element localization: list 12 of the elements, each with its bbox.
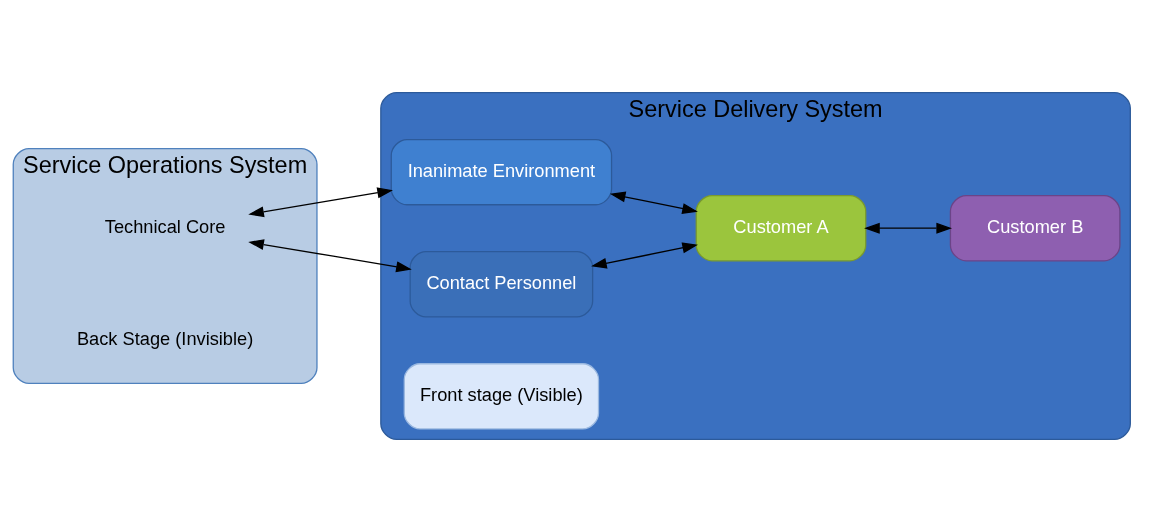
node-box: Customer A [695,194,867,262]
arrow [864,222,952,234]
node-box: Front stage (Visible) [403,363,600,430]
node-text: Back Stage (Invisible) [76,328,254,350]
arrow [248,239,412,273]
node-text: Technical Core [104,216,226,238]
arrow [591,242,698,269]
node-box: Inanimate Environment [390,138,613,206]
node-box: Contact Personnel [409,251,594,318]
arrow [609,191,698,214]
arrow [248,187,393,218]
node-box: Customer B [949,194,1121,262]
